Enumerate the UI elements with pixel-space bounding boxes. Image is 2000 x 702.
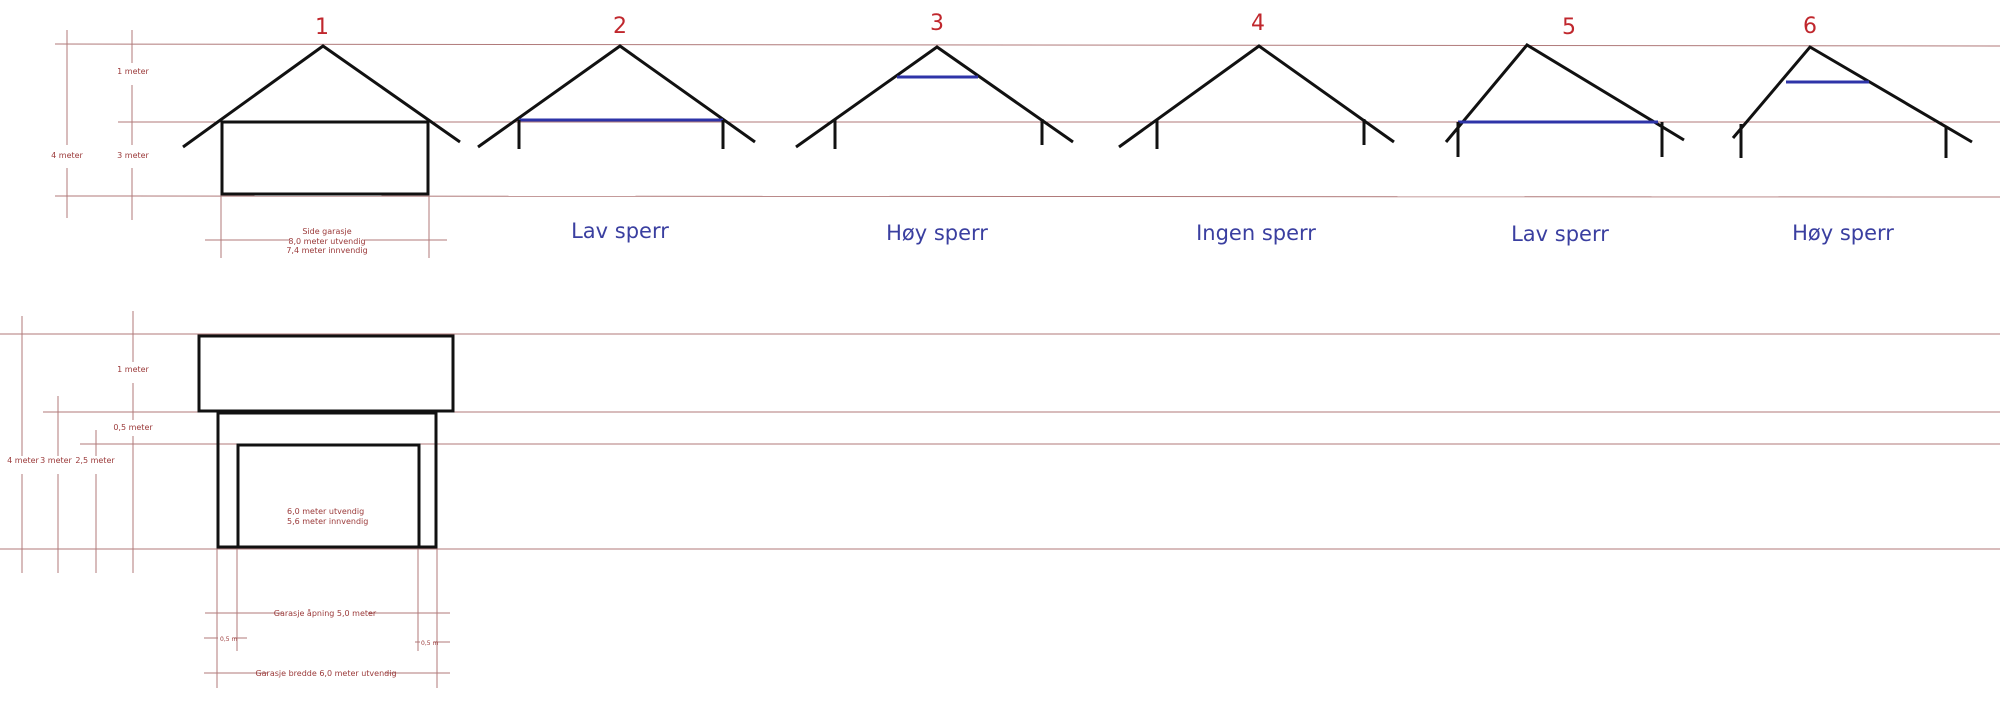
- front-dim-roof: 1 meter: [117, 365, 149, 374]
- option-4-no-beam: 4 Ingen sperr: [1118, 11, 1395, 245]
- option-label: Høy sperr: [886, 221, 988, 245]
- front-view: 6,0 meter utvendig 5,6 meter innvendig G…: [197, 334, 455, 688]
- dim-total-height: 4 meter: [51, 151, 83, 160]
- option-number: 4: [1251, 11, 1265, 36]
- front-dim-over-door: 0,5 meter: [113, 423, 153, 432]
- option-number: 6: [1803, 14, 1817, 39]
- side-width-title: Side garasje: [302, 227, 351, 236]
- dim-wall-height: 3 meter: [117, 151, 149, 160]
- option-number: 1: [315, 15, 329, 40]
- option-2-low-beam: 2 Lav sperr: [477, 14, 756, 243]
- side-width-inner: 7,4 meter innvendig: [286, 246, 367, 255]
- garage-width-dim: Garasje bredde 6,0 meter utvendig: [255, 669, 396, 678]
- side-left-dim: 0,5 m: [220, 636, 237, 643]
- door-opening-dim: Garasje åpning 5,0 meter: [274, 608, 377, 618]
- option-1-side-view: 1 Side garasje 8,0 meter utvendig 7,4 me…: [182, 15, 461, 258]
- option-6-high-beam-asym: 6 Høy sperr: [1731, 14, 1973, 245]
- side-right-dim: 0,5 m: [421, 640, 438, 647]
- front-dim-door: 2,5 meter: [75, 456, 115, 465]
- top-guide-lines: [54, 30, 2000, 220]
- option-label: Lav sperr: [1511, 222, 1609, 246]
- side-width-outer: 8,0 meter utvendig: [288, 237, 365, 246]
- option-3-high-beam: 3 Høy sperr: [795, 11, 1074, 245]
- option-label: Lav sperr: [571, 219, 669, 243]
- front-dim-total: 4 meter: [7, 456, 39, 465]
- option-label: Høy sperr: [1792, 221, 1894, 245]
- door-width-inner: 5,6 meter innvendig: [287, 517, 368, 526]
- option-number: 2: [613, 14, 627, 39]
- option-5-low-beam-asym: 5 Lav sperr: [1444, 15, 1685, 246]
- front-guide-lines: [0, 311, 2000, 573]
- option-label: Ingen sperr: [1196, 221, 1316, 245]
- door-width-outer: 6,0 meter utvendig: [287, 507, 364, 516]
- front-dim-wall: 3 meter: [40, 456, 72, 465]
- option-number: 3: [930, 11, 944, 36]
- option-number: 5: [1562, 15, 1576, 40]
- dim-roof-height: 1 meter: [117, 67, 149, 76]
